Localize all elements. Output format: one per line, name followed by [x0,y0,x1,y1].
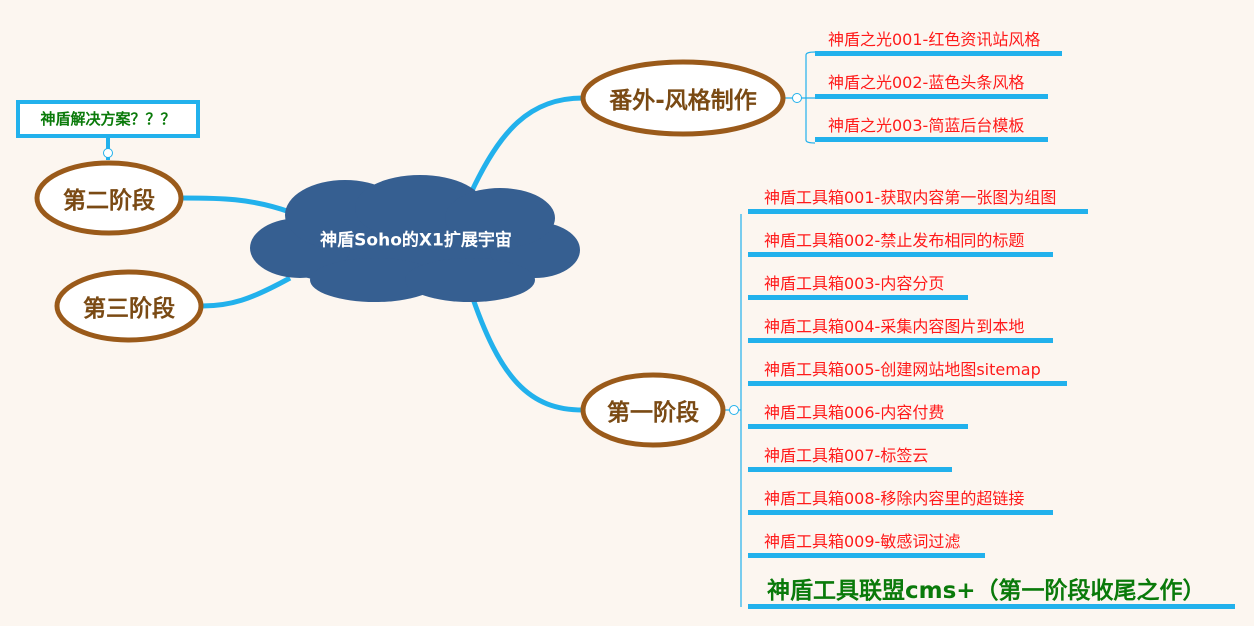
leaf-underline [748,553,985,558]
link-stage2 [181,195,291,215]
leaf-stage1-9[interactable]: 神盾工具箱009-敏感词过滤 [764,532,961,551]
leaf-underline [748,252,1053,257]
leaf-stage1-8[interactable]: 神盾工具箱008-移除内容里的超链接 [764,489,1025,508]
leaf-underline [815,51,1062,56]
leaf-underline [748,381,1067,386]
topic-stage1[interactable]: 第一阶段 [607,400,699,426]
topic-stage3-shape [54,269,204,343]
leaf-stage1-2[interactable]: 神盾工具箱002-禁止发布相同的标题 [764,231,1025,250]
collapse-extra-icon [792,93,802,103]
topic-extra[interactable]: 番外-风格制作 [609,88,757,114]
leaf-extra-3[interactable]: 神盾之光003-简蓝后台模板 [828,116,1025,135]
callout-note[interactable]: 神盾解决方案？？？ [16,100,200,138]
leaf-stage1-5[interactable]: 神盾工具箱005-创建网站地图sitemap [764,360,1041,379]
topic-stage2-shape [34,160,184,236]
topic-stage2[interactable]: 第二阶段 [63,188,155,214]
leaf-underline [748,338,1053,343]
leaf-underline [815,137,1048,142]
collapse-callout-icon [103,148,113,158]
link-extra [467,95,584,197]
leaf-underline [748,604,1235,609]
central-topic[interactable]: 神盾Soho的X1扩展宇宙 [320,230,512,251]
topic-extra-shape [580,59,786,137]
leaf-stage1-1[interactable]: 神盾工具箱001-获取内容第一张图为组图 [764,188,1057,207]
topic-stage1-shape [580,372,726,448]
leaf-stage1-6[interactable]: 神盾工具箱006-内容付费 [764,403,945,422]
leaf-stage1-4[interactable]: 神盾工具箱004-采集内容图片到本地 [764,317,1025,336]
leaf-underline [815,94,1048,99]
link-stage3 [201,275,292,309]
leaf-extra-2[interactable]: 神盾之光002-蓝色头条风格 [828,73,1025,92]
leaf-underline [748,209,1088,214]
leaf-underline [748,467,952,472]
leaf-underline [748,295,968,300]
collapse-stage1-icon [729,405,739,415]
topic-stage3[interactable]: 第三阶段 [83,296,175,322]
leaf-stage1-3[interactable]: 神盾工具箱003-内容分页 [764,274,945,293]
leaf-stage1-7[interactable]: 神盾工具箱007-标签云 [764,446,929,465]
leaf-extra-1[interactable]: 神盾之光001-红色资讯站风格 [828,30,1041,49]
leaf-underline [748,510,1053,515]
leaf-underline [748,424,968,429]
central-cloud-shape [250,175,580,302]
leaf-stage1-final[interactable]: 神盾工具联盟cms+（第一阶段收尾之作） [767,578,1206,604]
link-stage1 [467,289,584,413]
